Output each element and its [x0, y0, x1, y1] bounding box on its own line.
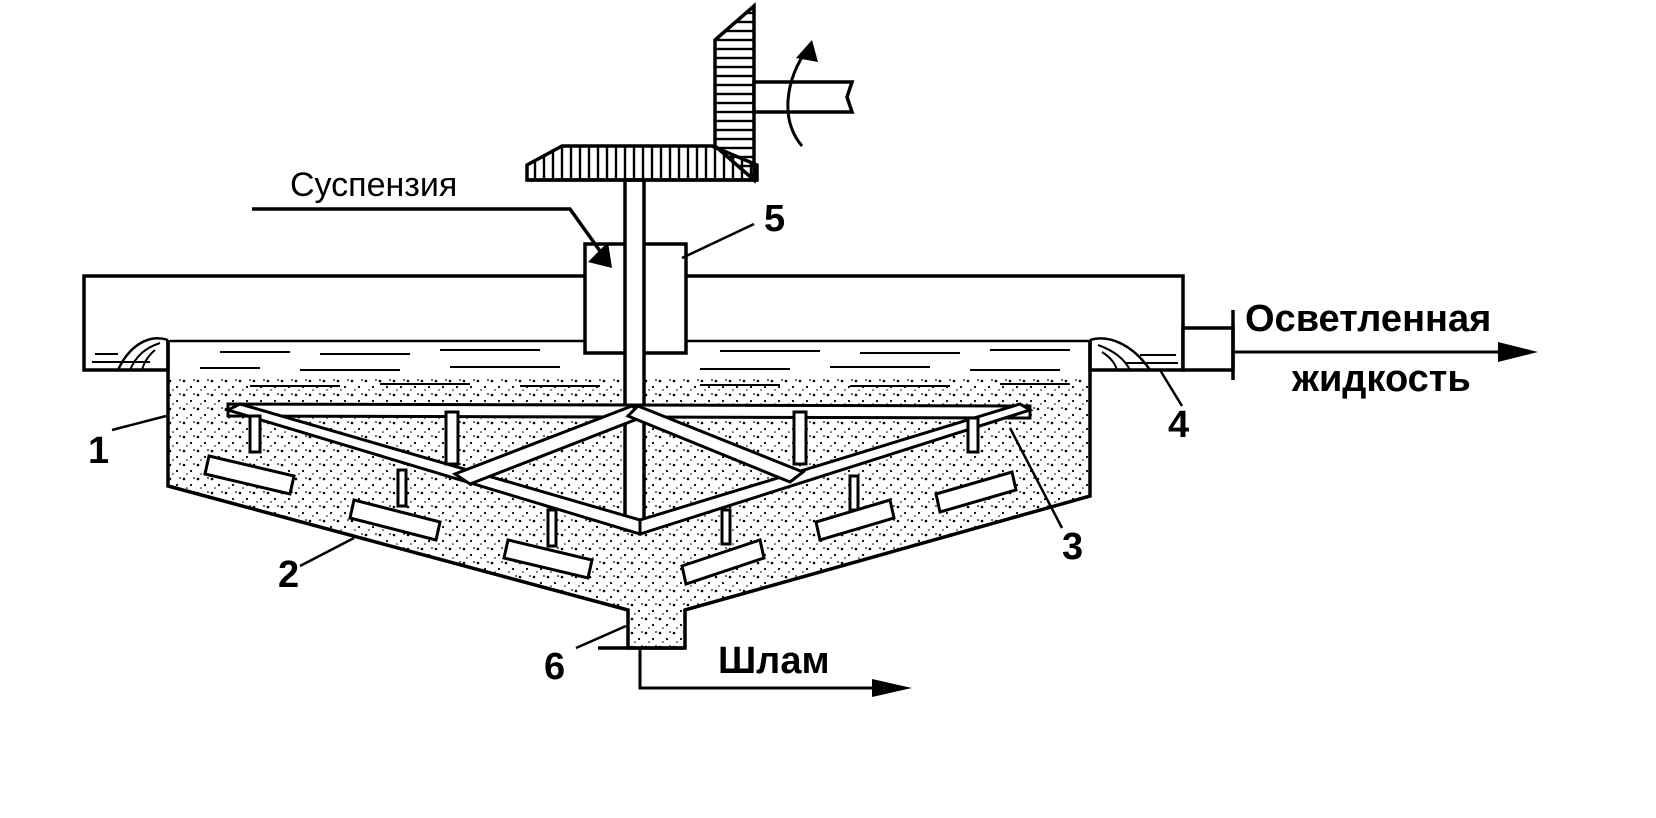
part-number-6: 6: [544, 646, 566, 688]
clarified-outlet: [1181, 310, 1538, 380]
label-clarified-line1: Осветленная: [1245, 298, 1492, 340]
rake-blades: [203, 454, 1018, 586]
label-feed: Суспензия: [290, 166, 458, 204]
feed-line: [252, 207, 612, 268]
part-number-3: 3: [1062, 526, 1084, 568]
leader-lines: [111, 222, 1184, 650]
sludge-outlet: [598, 646, 912, 697]
overflow-trough: [82, 274, 1185, 372]
central-shaft: [623, 178, 646, 532]
rake-arms: [223, 402, 1034, 548]
part-number-5: 5: [764, 198, 786, 240]
part-number-4: 4: [1168, 404, 1190, 446]
part-number-1: 1: [88, 430, 110, 472]
drive-gears: [525, 2, 855, 184]
part-number-2: 2: [278, 554, 300, 596]
label-clarified-line2: жидкость: [1292, 358, 1471, 400]
label-sludge: Шлам: [718, 640, 830, 682]
